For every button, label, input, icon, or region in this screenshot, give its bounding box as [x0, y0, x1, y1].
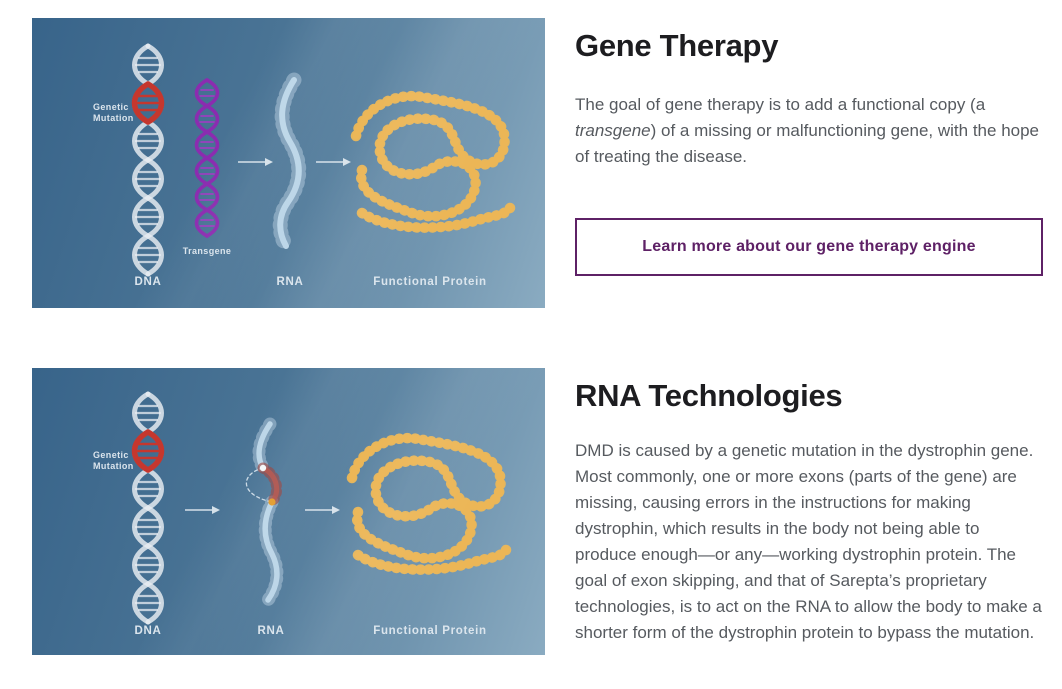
gene-therapy-paragraph: The goal of gene therapy is to add a fun… — [575, 92, 1043, 170]
functional-protein-icon — [346, 432, 512, 575]
transgene-italic-word: transgene — [575, 121, 651, 140]
transgene-label: Transgene — [182, 246, 232, 256]
gene-therapy-section: Gene Therapy The goal of gene therapy is… — [575, 18, 1043, 276]
rna-label: RNA — [257, 625, 285, 637]
arrow-right-icon — [305, 506, 340, 514]
genetic-mutation-label: Genetic Mutation — [93, 102, 134, 124]
rna-technologies-paragraph: DMD is caused by a genetic mutation in t… — [575, 441, 1042, 642]
arrow-right-icon — [185, 506, 220, 514]
gene-therapy-heading: Gene Therapy — [575, 28, 779, 63]
rna-technologies-illustration: Genetic Mutation DNA RNA Functional Prot… — [32, 368, 545, 655]
rna-strand-icon — [272, 72, 307, 254]
functional-protein-icon — [350, 90, 516, 233]
rna-label: RNA — [276, 276, 304, 288]
rna-technologies-heading: RNA Technologies — [575, 378, 843, 413]
genetic-mutation-label-line2: Mutation — [93, 113, 134, 123]
gene-therapy-cta-button[interactable]: Learn more about our gene therapy engine — [575, 218, 1043, 276]
genetic-mutation-segment-icon — [131, 429, 165, 473]
functional-protein-label: Functional Protein — [373, 276, 487, 288]
genetic-mutation-segment-icon — [131, 81, 165, 125]
genetic-mutation-label-line1: Genetic — [93, 450, 129, 460]
gene-therapy-paragraph-part2: ) of a missing or malfunctioning gene, w… — [575, 121, 1040, 166]
arrow-right-icon — [238, 158, 273, 166]
arrow-right-icon — [316, 158, 351, 166]
gene-therapy-paragraph-part1: The goal of gene therapy is to add a fun… — [575, 95, 986, 114]
dna-helix-icon — [132, 43, 164, 277]
genetic-mutation-label: Genetic Mutation — [93, 450, 134, 472]
dna-label: DNA — [134, 625, 162, 637]
dna-helix-icon — [132, 391, 164, 625]
exon-skipping-diagram-graphic — [131, 391, 512, 625]
dna-label: DNA — [134, 276, 162, 288]
genetic-mutation-label-line1: Genetic — [93, 102, 129, 112]
splice-site-dot-orange — [268, 498, 276, 506]
gene-therapy-illustration: Genetic Mutation Transgene DNA RNA Funct… — [32, 18, 545, 308]
rna-exon-skipping-icon — [245, 417, 284, 607]
gene-therapy-diagram-graphic — [131, 43, 516, 277]
genetic-mutation-label-line2: Mutation — [93, 461, 134, 471]
transgene-helix-icon — [194, 78, 220, 238]
rna-technologies-section: RNA Technologies DMD is caused by a gene… — [575, 368, 1043, 646]
splice-site-dot-white — [259, 464, 267, 472]
functional-protein-label: Functional Protein — [373, 625, 487, 637]
